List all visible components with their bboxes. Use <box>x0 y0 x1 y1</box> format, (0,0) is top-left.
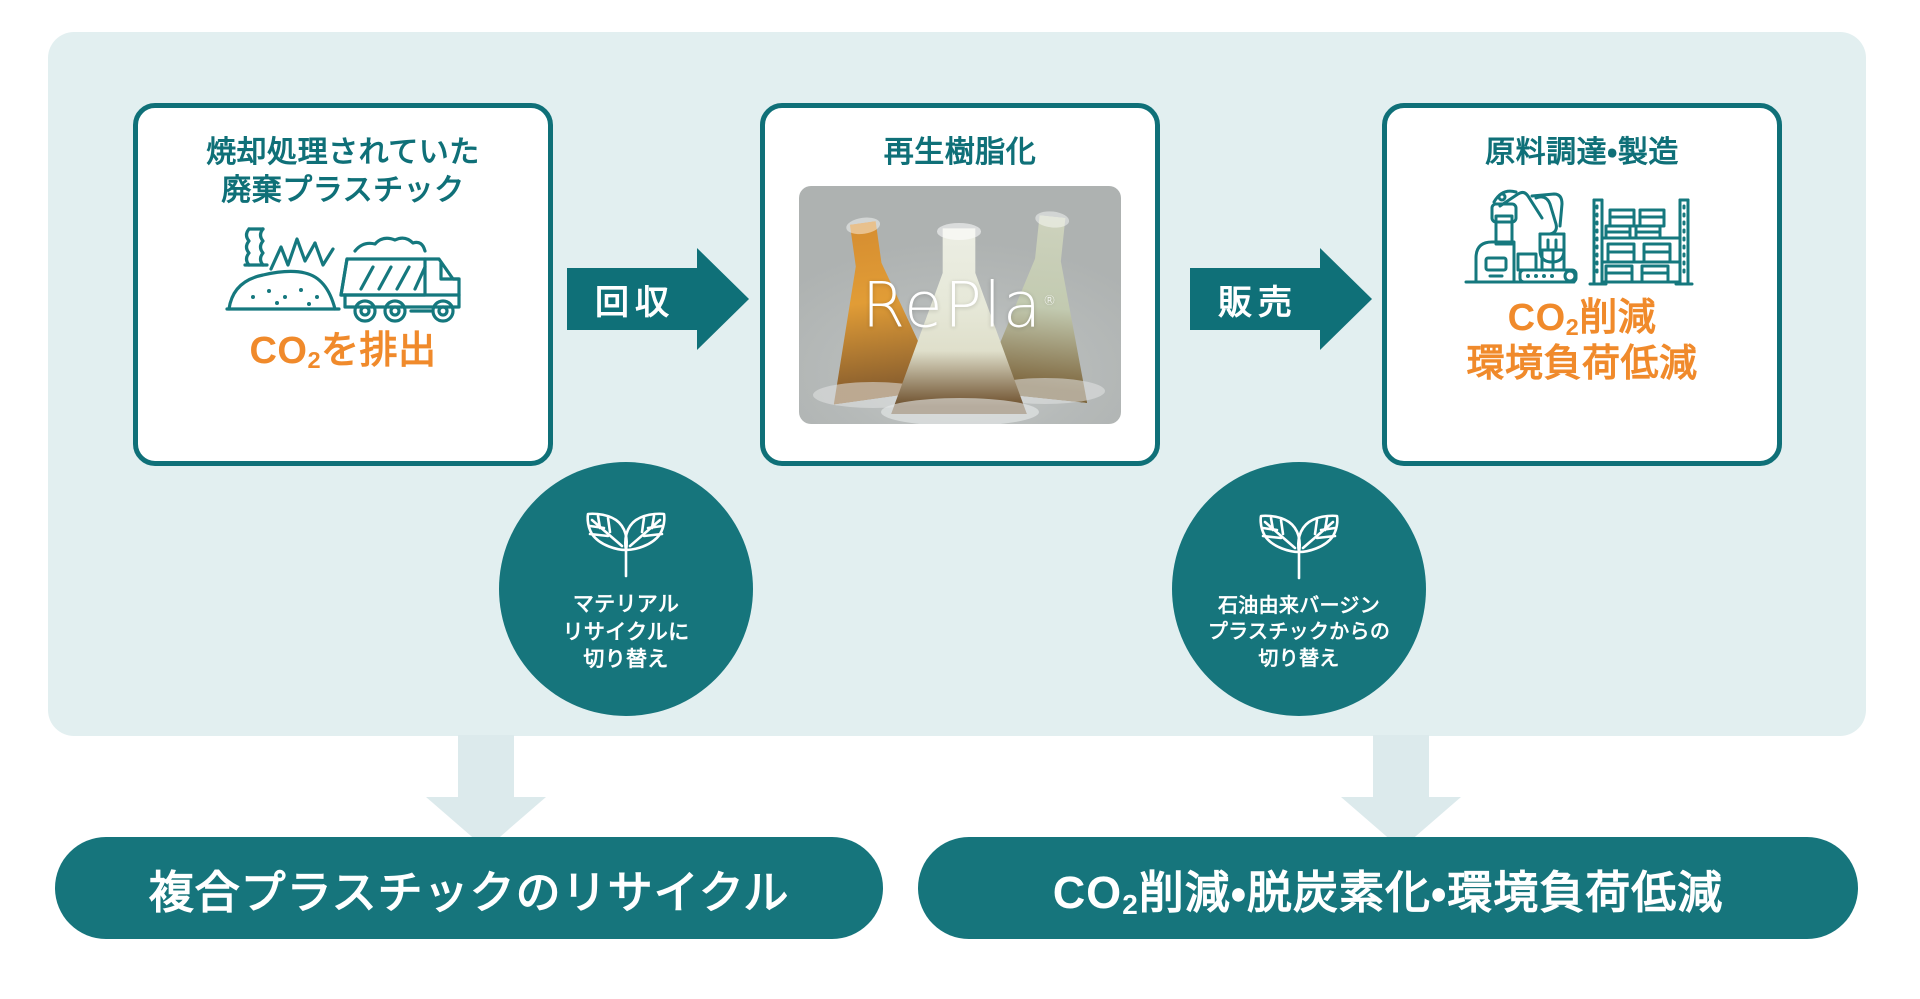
flow-arrow-collection: 回収 <box>567 248 749 350</box>
accent-suffix-label: 削減 <box>1579 297 1657 340</box>
flow-arrow-label: 回収 <box>595 283 675 322</box>
accent-suffix-label: を排出 <box>321 329 437 372</box>
accent-co-label: CO <box>249 329 308 372</box>
accent-line-1: CO2削減 <box>1466 296 1697 342</box>
flow-arrow-tail: 回収 <box>567 268 697 330</box>
flow-arrow-head <box>697 248 749 350</box>
accent-co-label: CO <box>1507 297 1566 340</box>
waste-pile-dump-truck-icon <box>219 217 467 325</box>
outcome-pill-composite-plastic-recycle[interactable]: 複合プラスチックのリサイクル <box>55 837 883 939</box>
robot-arm-warehouse-shelf-icon <box>1454 182 1710 290</box>
flow-arrow-sales: 販売 <box>1190 248 1372 350</box>
flow-arrow-tail: 販売 <box>1190 268 1320 330</box>
accent-subscript: 2 <box>307 346 322 373</box>
callout-circle-text: 石油由来バージン プラスチックからの 切り替え <box>1207 594 1391 670</box>
trademark-icon: ® <box>1043 294 1059 310</box>
flask-base <box>881 398 1039 425</box>
flow-arrow-head <box>1320 248 1372 350</box>
step-card-title: 原料調達・製造 <box>1485 134 1679 172</box>
step-card-title-text: 再生樹脂化 <box>883 136 1037 169</box>
down-arrow-shaft <box>1373 735 1429 797</box>
step-card-waste-plastic[interactable]: 焼却処理されていた 廃棄プラスチック <box>133 103 553 466</box>
down-arrow-shaft <box>458 735 514 797</box>
step-card-title-line2: 廃棄プラスチック <box>221 174 465 208</box>
outcome-pill-co2-reduction[interactable]: CO2削減・脱炭素化・環境負荷低減 <box>918 837 1858 939</box>
outcome-suffix-label: 削減・脱炭素化・環境負荷低減 <box>1138 866 1724 918</box>
outcome-co-label: CO <box>1052 866 1123 918</box>
leaf-sprout-icon <box>1251 506 1347 585</box>
accent-line-2: 環境負荷低減 <box>1466 342 1698 385</box>
callout-circle-material-recycle[interactable]: マテリアル リサイクルに 切り替え <box>499 462 753 716</box>
repla-logo: RePla® <box>799 269 1121 342</box>
step-card-recycled-resin[interactable]: 再生樹脂化 RePla® <box>760 103 1160 466</box>
accent-subscript: 2 <box>1565 314 1580 341</box>
step-card-title: 焼却処理されていた 廃棄プラスチック <box>206 134 480 211</box>
step-card-title-line1: 焼却処理されていた <box>206 136 480 169</box>
step-card-accent-text: CO2削減 環境負荷低減 <box>1466 296 1697 387</box>
callout-circle-text: マテリアル リサイクルに 切り替え <box>562 592 690 672</box>
outcome-subscript: 2 <box>1122 888 1139 920</box>
flow-arrow-label: 販売 <box>1218 283 1298 322</box>
callout-circle-virgin-plastic[interactable]: 石油由来バージン プラスチックからの 切り替え <box>1172 462 1426 716</box>
pellet-flasks-photo: RePla® <box>799 186 1121 425</box>
outcome-pill-label: CO2削減・脱炭素化・環境負荷低減 <box>1053 856 1724 921</box>
down-arrow-left <box>426 735 546 849</box>
step-card-title: 再生樹脂化 <box>884 134 1037 172</box>
down-arrow-right <box>1341 735 1461 849</box>
step-card-title-text: 原料調達・製造 <box>1485 136 1679 169</box>
flask-white <box>891 222 1027 415</box>
leaf-sprout-icon <box>578 504 674 583</box>
outcome-pill-label: 複合プラスチックのリサイクル <box>148 866 790 918</box>
repla-logo-text: RePla <box>861 268 1044 342</box>
step-card-procurement-manufacturing[interactable]: 原料調達・製造 <box>1382 103 1782 466</box>
step-card-accent-text: CO2を排出 <box>249 329 436 375</box>
